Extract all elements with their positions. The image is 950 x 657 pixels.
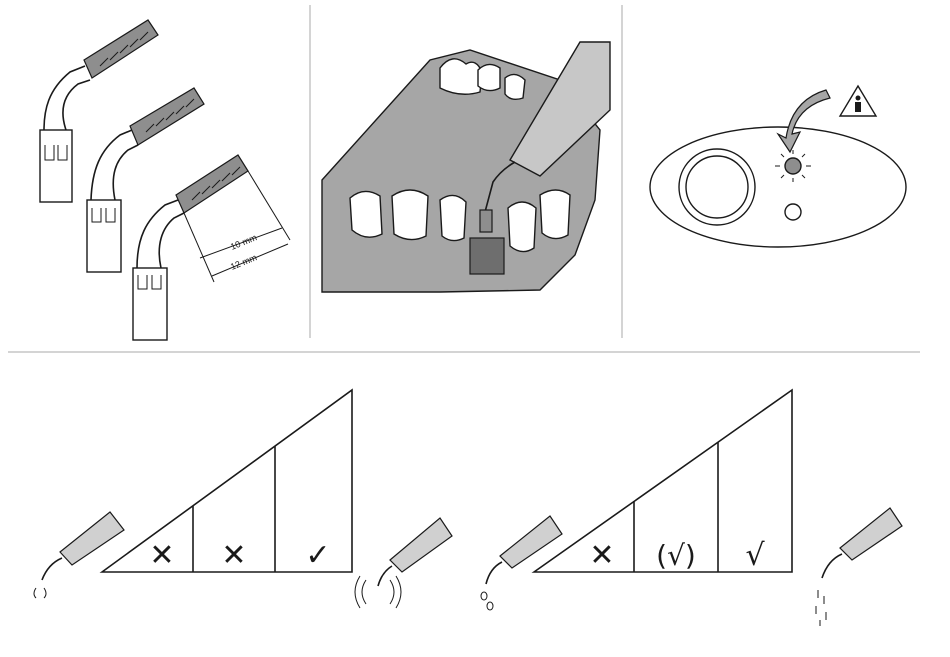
warning-person-icon <box>840 86 876 116</box>
tip-1-body <box>40 130 72 202</box>
upper-tooth-2 <box>478 64 500 90</box>
control-panel-icon <box>650 86 906 247</box>
lower-tooth-1 <box>350 191 382 237</box>
indicator-led-active <box>785 158 801 174</box>
main-button-inner[interactable] <box>686 156 748 218</box>
upper-tooth-3 <box>505 74 525 99</box>
indicator-led-inactive <box>785 204 801 220</box>
power-chart-2: ✕ (√) √ <box>534 390 792 573</box>
handpiece-tips-icon: 10 mm 12 mm <box>40 20 290 340</box>
tip-2-file <box>130 88 204 145</box>
water-spray-icon <box>816 508 902 626</box>
tip-1-file <box>84 20 158 78</box>
dim-ext-start <box>184 213 214 282</box>
tip-1 <box>40 20 158 202</box>
power-chart-1: ✕ ✕ ✓ <box>102 390 352 573</box>
dimension-10mm: 10 mm <box>229 232 258 252</box>
lower-tooth-2 <box>392 190 428 240</box>
tip-3-file <box>176 155 248 213</box>
vibration-icon <box>355 518 452 608</box>
upper-tooth-1 <box>440 59 482 94</box>
lower-tooth-4 <box>508 202 536 252</box>
dimension-12mm: 12 mm <box>229 252 258 272</box>
cell-2-1-mark: ✕ <box>589 538 614 573</box>
cell-2-3-mark: √ <box>745 538 765 573</box>
dental-procedure-icon <box>322 42 610 292</box>
bone-cavity <box>470 238 504 274</box>
cell-1-1-mark: ✕ <box>149 538 174 573</box>
tip-2 <box>87 88 204 272</box>
cell-1-2-mark: ✕ <box>221 538 246 573</box>
dim-ext-end <box>248 171 290 240</box>
lower-tooth-3 <box>440 195 466 240</box>
handpiece-file-tip <box>480 210 492 232</box>
handpiece-left-1-icon <box>34 512 124 598</box>
cell-1-3-mark: ✓ <box>305 538 330 573</box>
lower-tooth-5 <box>540 190 570 239</box>
cell-2-2-mark: (√) <box>656 539 696 572</box>
water-drops-icon <box>481 516 562 610</box>
